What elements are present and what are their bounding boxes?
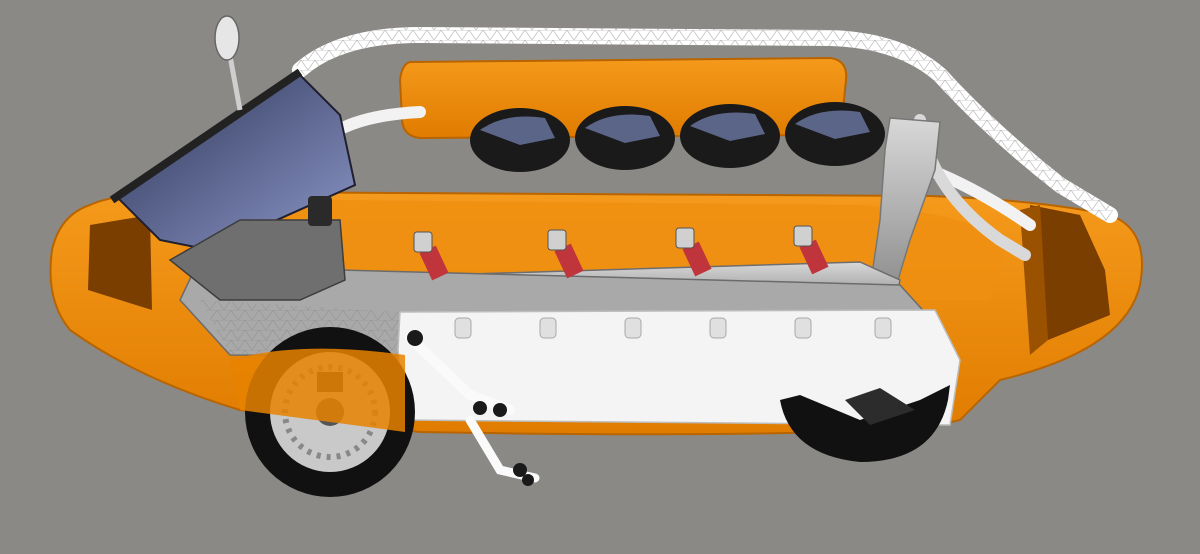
console (168, 219, 346, 301)
rear-fender (230, 348, 405, 432)
right-panel-strip (1020, 205, 1048, 355)
seat-belt (793, 225, 829, 275)
helmet (785, 102, 885, 166)
throttle-knob (308, 196, 332, 226)
helmet (680, 104, 780, 168)
running-board-studs (454, 317, 892, 339)
helmet (575, 106, 675, 170)
windshield-top-edge (109, 68, 303, 204)
running-board (397, 309, 961, 426)
left-side-panel (88, 215, 152, 310)
right-side-panel (1030, 205, 1110, 340)
roof-rail-outer-mesh (294, 26, 1115, 222)
front-wheel (780, 385, 950, 462)
seat-belts (413, 225, 829, 281)
mirror (214, 15, 240, 61)
seat-belt (675, 227, 712, 277)
helmet-row (470, 102, 885, 172)
lever-joints (407, 330, 534, 486)
helmet (470, 108, 570, 172)
seat-belt (547, 229, 584, 279)
seat-belt (413, 231, 449, 281)
